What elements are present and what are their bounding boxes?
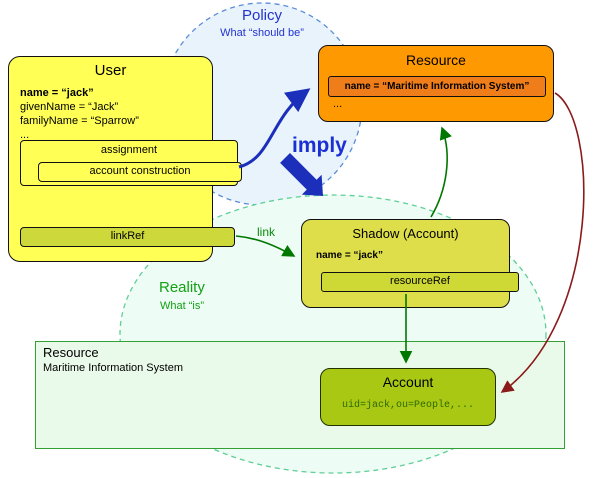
user-node-title: User (94, 62, 127, 79)
resourceref-label: resourceRef (390, 275, 450, 287)
resource-reality-name: Maritime Information System (43, 362, 183, 374)
user-attributes: name = “jack” givenName = “Jack” familyN… (20, 86, 139, 142)
resource-policy-name-attr: name = “Maritime Information System” (328, 76, 546, 97)
reality-region-subtitle: What “is” (160, 300, 204, 312)
user-attr-name: name = “jack” (20, 87, 94, 99)
resource-policy-ellipsis: ... (333, 98, 343, 110)
assignment-label: assignment (100, 144, 158, 156)
policy-region-subtitle: What “should be” (220, 27, 304, 39)
shadow-to-resource-arrow (430, 126, 452, 218)
resourceref-node: resourceRef (321, 272, 519, 292)
reality-region-title: Reality (159, 279, 205, 296)
user-attr-givenname: givenName = “Jack” (20, 101, 119, 113)
shadow-name-attr: name = “jack” (316, 250, 383, 261)
resource-policy-title: Resource (406, 52, 466, 68)
user-attr-familyname: familyName = “Sparrow” (20, 115, 139, 127)
user-attr-ellipsis: ... (20, 129, 30, 141)
linkref-node: linkRef (20, 227, 235, 247)
account-node (320, 368, 496, 426)
account-title: Account (382, 374, 434, 390)
shadow-title: Shadow (Account) (352, 226, 459, 241)
account-construction-label: account construction (89, 165, 191, 177)
account-construction-node: account construction (38, 162, 242, 182)
link-arrow (235, 235, 296, 257)
imply-block-arrow (280, 153, 323, 196)
resource-reality-title: Resource (43, 345, 99, 360)
account-dn: uid=jack,ou=People,... (341, 400, 475, 411)
imply-label: imply (292, 134, 347, 157)
linkref-label: linkRef (110, 230, 145, 242)
link-label: link (257, 225, 276, 239)
policy-region-title: Policy (241, 7, 282, 24)
